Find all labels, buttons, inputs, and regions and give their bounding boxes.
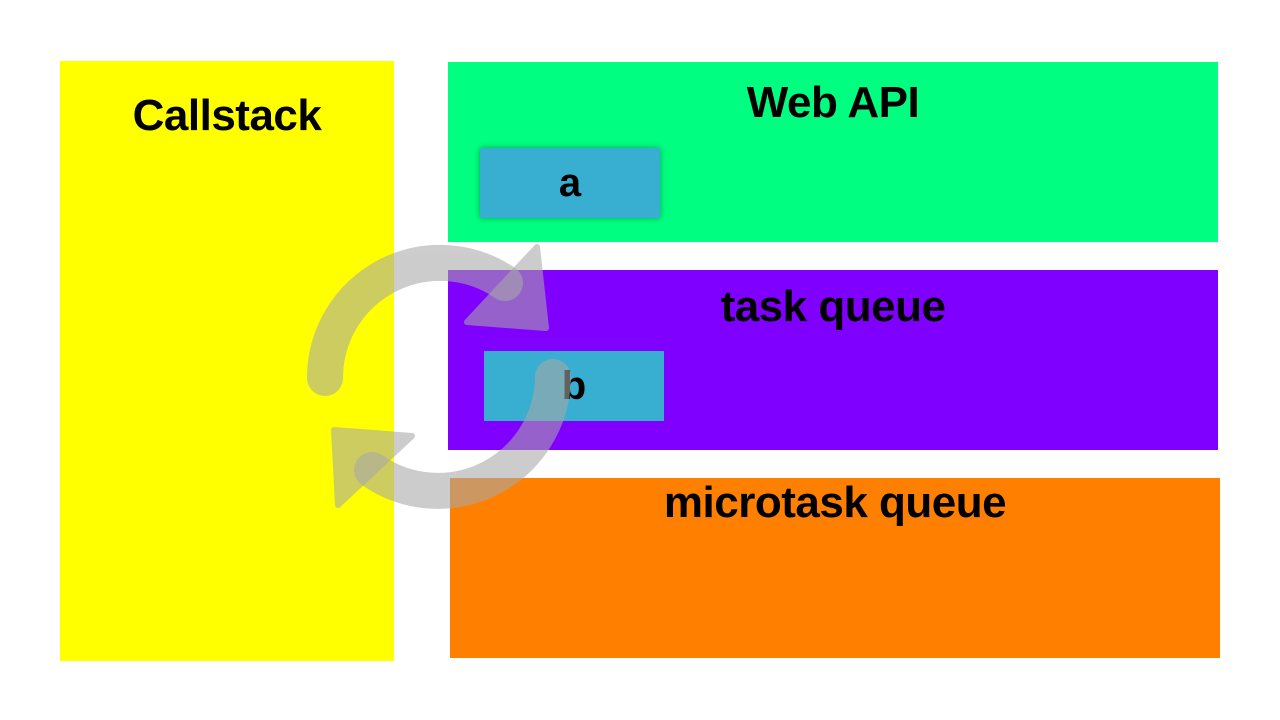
- web-api-item-a: a: [480, 148, 660, 218]
- task-queue-panel: task queue b: [448, 270, 1218, 450]
- task-queue-item-b: b: [484, 351, 664, 421]
- callstack-title: Callstack: [132, 91, 322, 140]
- microtask-queue-panel: microtask queue: [450, 478, 1220, 658]
- web-api-panel: Web API a: [448, 62, 1218, 242]
- task-queue-title: task queue: [720, 282, 946, 331]
- callstack-panel: Callstack: [60, 61, 394, 661]
- web-api-title: Web API: [746, 78, 920, 127]
- microtask-queue-title: microtask queue: [663, 478, 1007, 527]
